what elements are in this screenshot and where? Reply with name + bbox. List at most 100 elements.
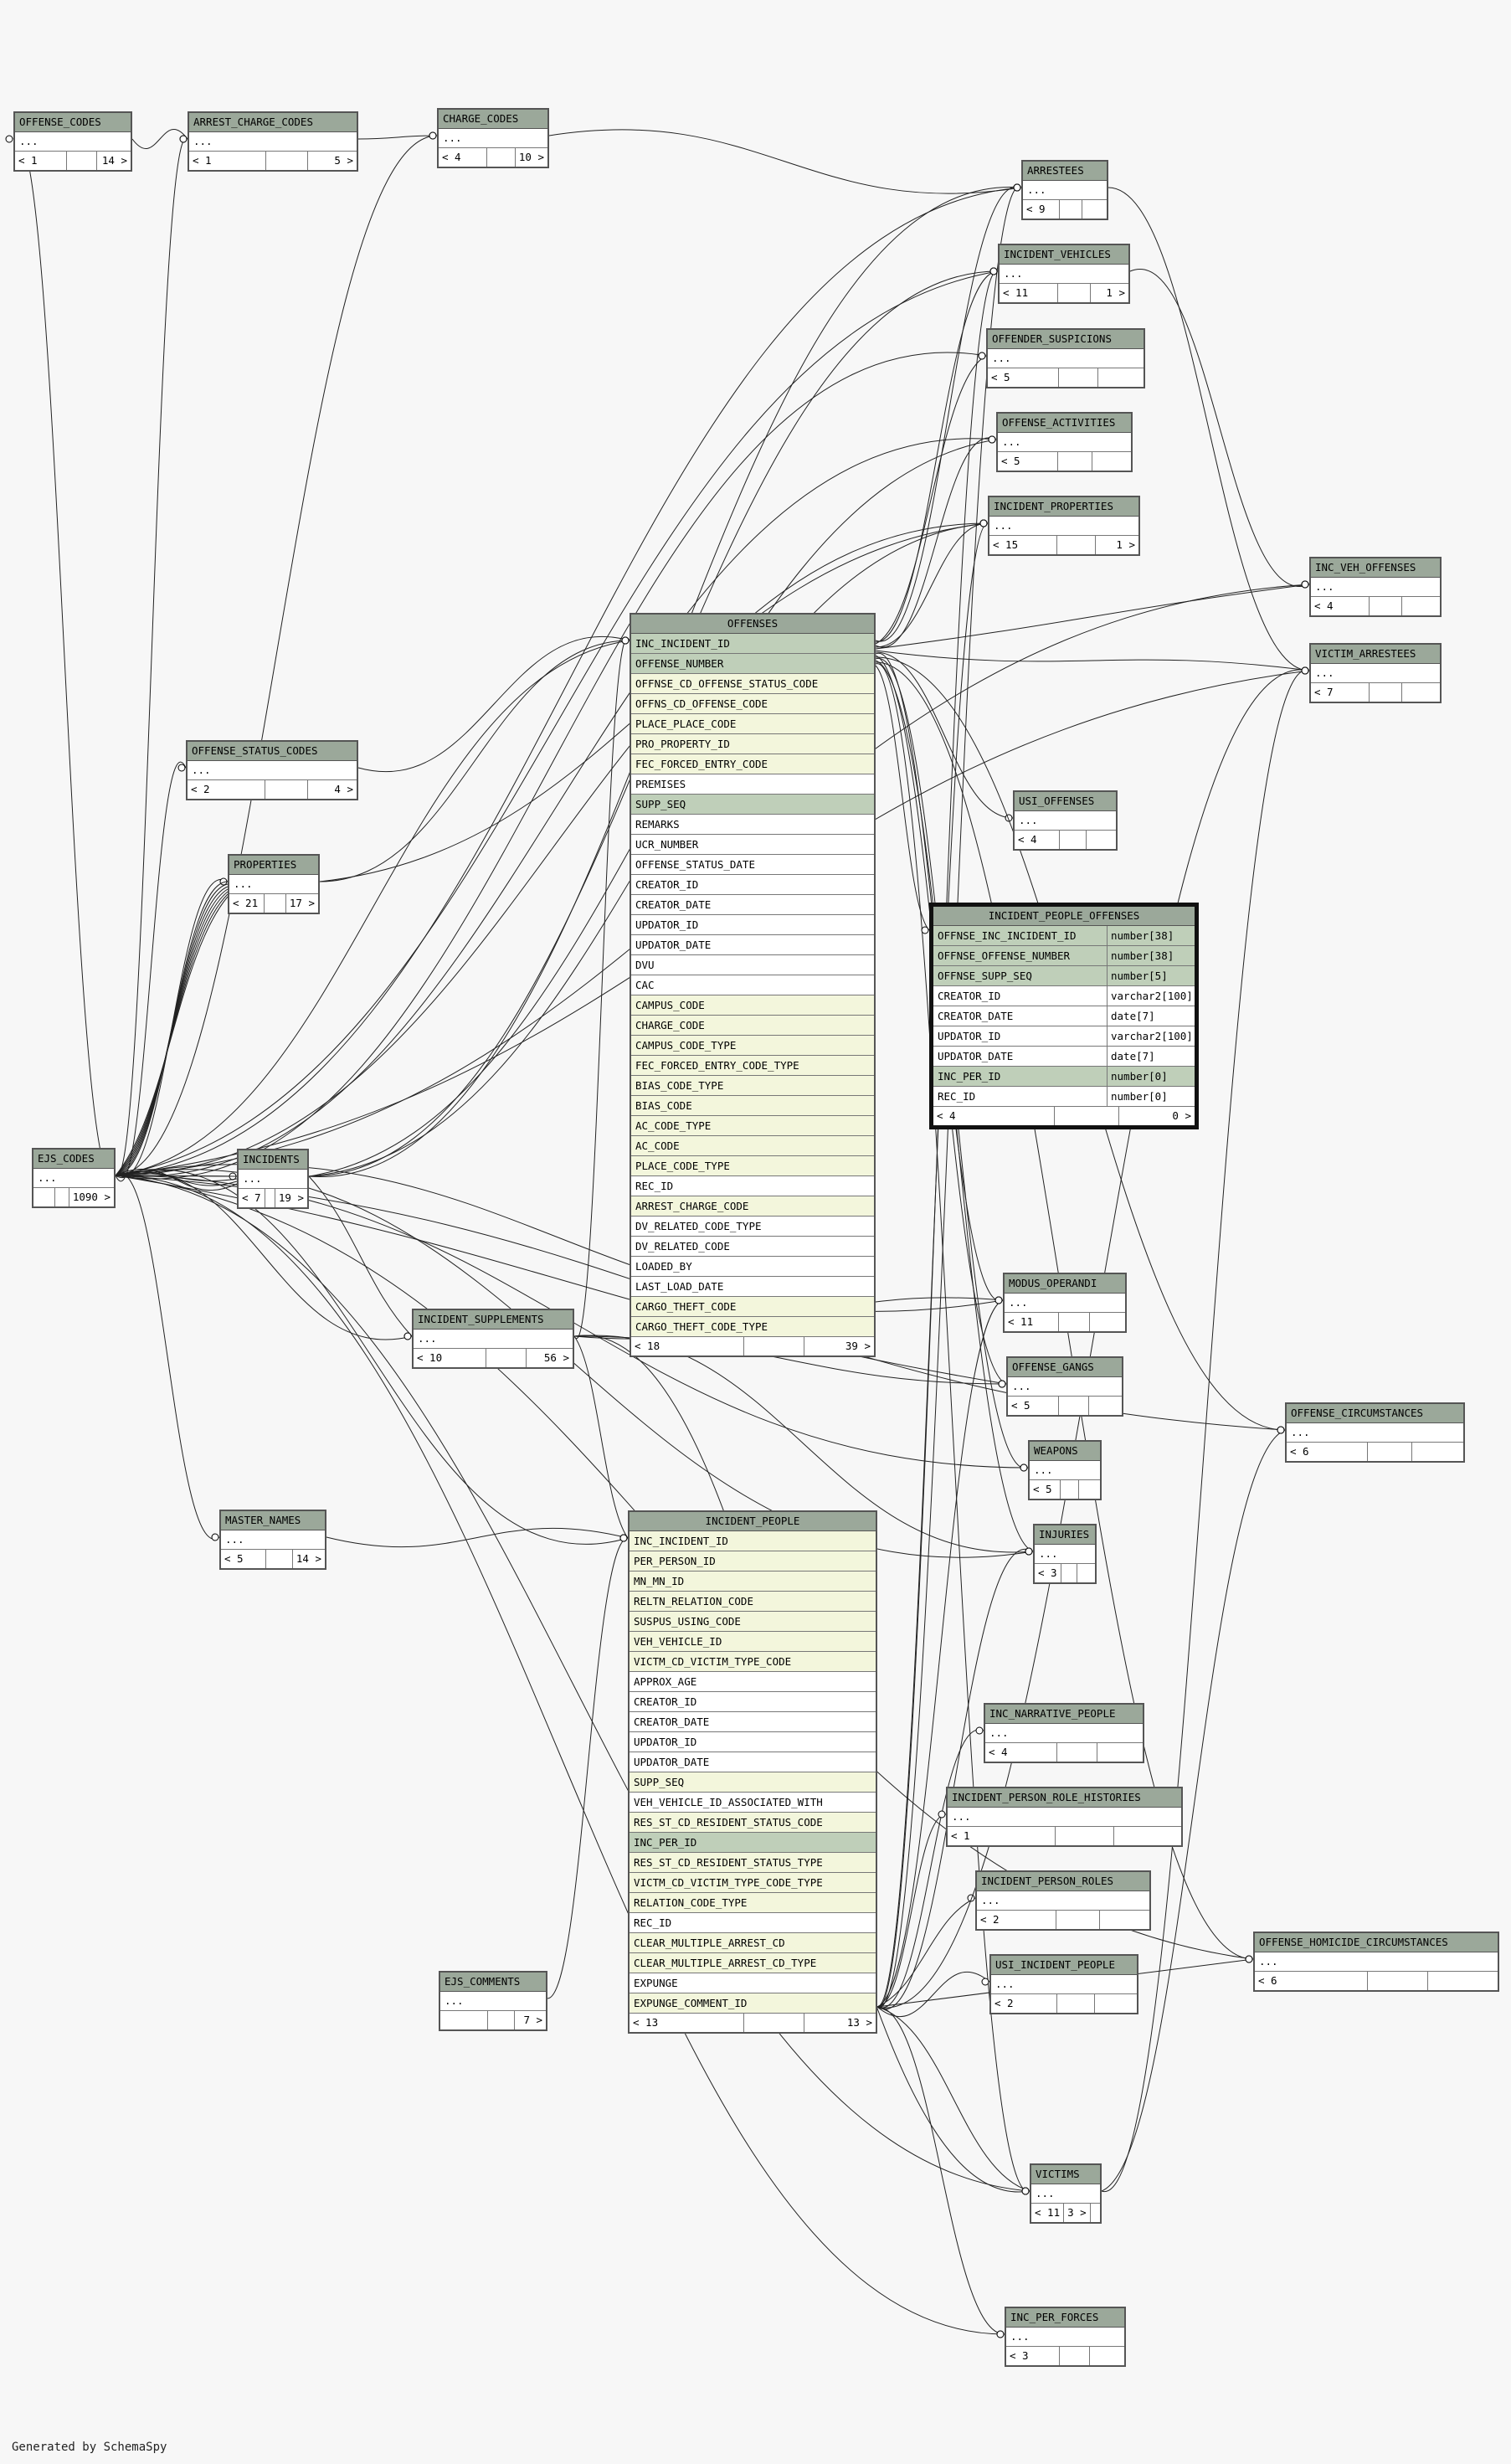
table-offense-circumstances[interactable]: OFFENSE_CIRCUMSTANCES...< 6 (1285, 1402, 1465, 1463)
column-row[interactable]: REC_ID (630, 1913, 876, 1933)
column-row[interactable]: CREATOR_DATE (631, 895, 874, 915)
column-row[interactable]: FEC_FORCED_ENTRY_CODE_TYPE (631, 1056, 874, 1076)
table-arrestees[interactable]: ARRESTEES...< 9 (1021, 160, 1108, 220)
table-offense-homicide-circumstances[interactable]: OFFENSE_HOMICIDE_CIRCUMSTANCES...< 6 (1253, 1932, 1499, 1992)
column-row[interactable]: VEH_VEHICLE_ID_ASSOCIATED_WITH (630, 1793, 876, 1813)
table-inc-veh-offenses[interactable]: INC_VEH_OFFENSES...< 4 (1309, 557, 1442, 617)
column-row[interactable]: PRO_PROPERTY_ID (631, 734, 874, 754)
column-row[interactable]: CLEAR_MULTIPLE_ARREST_CD (630, 1933, 876, 1953)
column-row[interactable]: SUPP_SEQ (631, 795, 874, 815)
column-row[interactable]: FEC_FORCED_ENTRY_CODE (631, 754, 874, 774)
column-row[interactable]: RELTN_RELATION_CODE (630, 1592, 876, 1612)
table-incident-person-roles[interactable]: INCIDENT_PERSON_ROLES...< 2 (975, 1870, 1151, 1931)
column-row[interactable]: PLACE_CODE_TYPE (631, 1156, 874, 1176)
column-row[interactable]: UPDATOR_DATE (630, 1752, 876, 1772)
table-inc-narrative-people[interactable]: INC_NARRATIVE_PEOPLE...< 4 (984, 1703, 1144, 1763)
column-row[interactable]: RES_ST_CD_RESIDENT_STATUS_CODE (630, 1813, 876, 1833)
table-modus-operandi[interactable]: MODUS_OPERANDI...< 11 (1003, 1273, 1127, 1333)
column-row[interactable]: CREATOR_ID (630, 1692, 876, 1712)
column-row[interactable]: UCR_NUMBER (631, 835, 874, 855)
table-offense-gangs[interactable]: OFFENSE_GANGS...< 5 (1006, 1356, 1123, 1417)
table-inc-per-forces[interactable]: INC_PER_FORCES...< 3 (1005, 2307, 1126, 2367)
column-row[interactable]: OFFNSE_CD_OFFENSE_STATUS_CODE (631, 674, 874, 694)
column-row[interactable]: PER_PERSON_ID (630, 1551, 876, 1572)
column-row[interactable]: OFFNS_CD_OFFENSE_CODE (631, 694, 874, 714)
column-row[interactable]: BIAS_CODE (631, 1096, 874, 1116)
column-row[interactable]: PREMISES (631, 774, 874, 795)
column-row[interactable]: REC_ID (631, 1176, 874, 1196)
table-ejs-codes[interactable]: EJS_CODES...1090 > (32, 1148, 116, 1208)
column-row[interactable]: VICTM_CD_VICTIM_TYPE_CODE (630, 1652, 876, 1672)
column-row[interactable]: OFFENSE_NUMBER (631, 654, 874, 674)
column-row[interactable]: UPDATOR_ID (631, 915, 874, 935)
column-row[interactable]: OFFENSE_STATUS_DATE (631, 855, 874, 875)
table-weapons[interactable]: WEAPONS...< 5 (1028, 1440, 1102, 1500)
table-offender-suspicions[interactable]: OFFENDER_SUSPICIONS...< 5 (986, 328, 1145, 388)
column-row[interactable]: SUPP_SEQ (630, 1772, 876, 1793)
column-row[interactable]: AC_CODE_TYPE (631, 1116, 874, 1136)
column-row[interactable]: RELATION_CODE_TYPE (630, 1893, 876, 1913)
column-row[interactable]: CHARGE_CODE (631, 1016, 874, 1036)
column-row[interactable]: UPDATOR_DATE (631, 935, 874, 955)
column-row[interactable]: CAMPUS_CODE (631, 995, 874, 1016)
column-row[interactable]: VICTM_CD_VICTIM_TYPE_CODE_TYPE (630, 1873, 876, 1893)
table-usi-incident-people[interactable]: USI_INCIDENT_PEOPLE...< 2 (989, 1954, 1138, 2014)
column-row[interactable]: APPROX_AGE (630, 1672, 876, 1692)
column-row[interactable]: RES_ST_CD_RESIDENT_STATUS_TYPE (630, 1853, 876, 1873)
column-row[interactable]: CLEAR_MULTIPLE_ARREST_CD_TYPE (630, 1953, 876, 1973)
column-row[interactable]: AC_CODE (631, 1136, 874, 1156)
column-row[interactable]: EXPUNGE_COMMENT_ID (630, 1993, 876, 2014)
column-row[interactable]: BIAS_CODE_TYPE (631, 1076, 874, 1096)
column-row[interactable]: LAST_LOAD_DATE (631, 1277, 874, 1297)
column-row[interactable]: LOADED_BY (631, 1257, 874, 1277)
column-row[interactable]: CAC (631, 975, 874, 995)
column-row[interactable]: DV_RELATED_CODE_TYPE (631, 1217, 874, 1237)
column-row[interactable]: CREATOR_ID (631, 875, 874, 895)
column-row[interactable]: VEH_VEHICLE_ID (630, 1632, 876, 1652)
column-row[interactable]: CARGO_THEFT_CODE_TYPE (631, 1317, 874, 1337)
column-row[interactable]: DV_RELATED_CODE (631, 1237, 874, 1257)
column-row[interactable]: INC_INCIDENT_ID (630, 1531, 876, 1551)
column-row[interactable]: EXPUNGE (630, 1973, 876, 1993)
column-row[interactable]: INC_PER_ID (630, 1833, 876, 1853)
column-row[interactable]: UPDATOR_ID (630, 1732, 876, 1752)
column-row[interactable]: DVU (631, 955, 874, 975)
column-row[interactable]: MN_MN_ID (630, 1572, 876, 1592)
table-ejs-comments[interactable]: EJS_COMMENTS...7 > (439, 1971, 547, 2031)
table-injuries[interactable]: INJURIES...< 3 (1033, 1524, 1097, 1584)
table-victim-arrestees[interactable]: VICTIM_ARRESTEES...< 7 (1309, 643, 1442, 703)
column-row[interactable]: REMARKS (631, 815, 874, 835)
column-row[interactable]: SUSPUS_USING_CODE (630, 1612, 876, 1632)
column-row[interactable]: CARGO_THEFT_CODE (631, 1297, 874, 1317)
table-incident-person-role-histories[interactable]: INCIDENT_PERSON_ROLE_HISTORIES...< 1 (946, 1787, 1183, 1847)
table-offense-activities[interactable]: OFFENSE_ACTIVITIES...< 5 (996, 412, 1133, 472)
column-row[interactable]: ARREST_CHARGE_CODE (631, 1196, 874, 1217)
column-row[interactable]: INC_INCIDENT_ID (631, 634, 874, 654)
column-row[interactable]: CREATOR_DATE (630, 1712, 876, 1732)
column-row[interactable]: PLACE_PLACE_CODE (631, 714, 874, 734)
table-usi-offenses[interactable]: USI_OFFENSES...< 4 (1013, 790, 1118, 851)
